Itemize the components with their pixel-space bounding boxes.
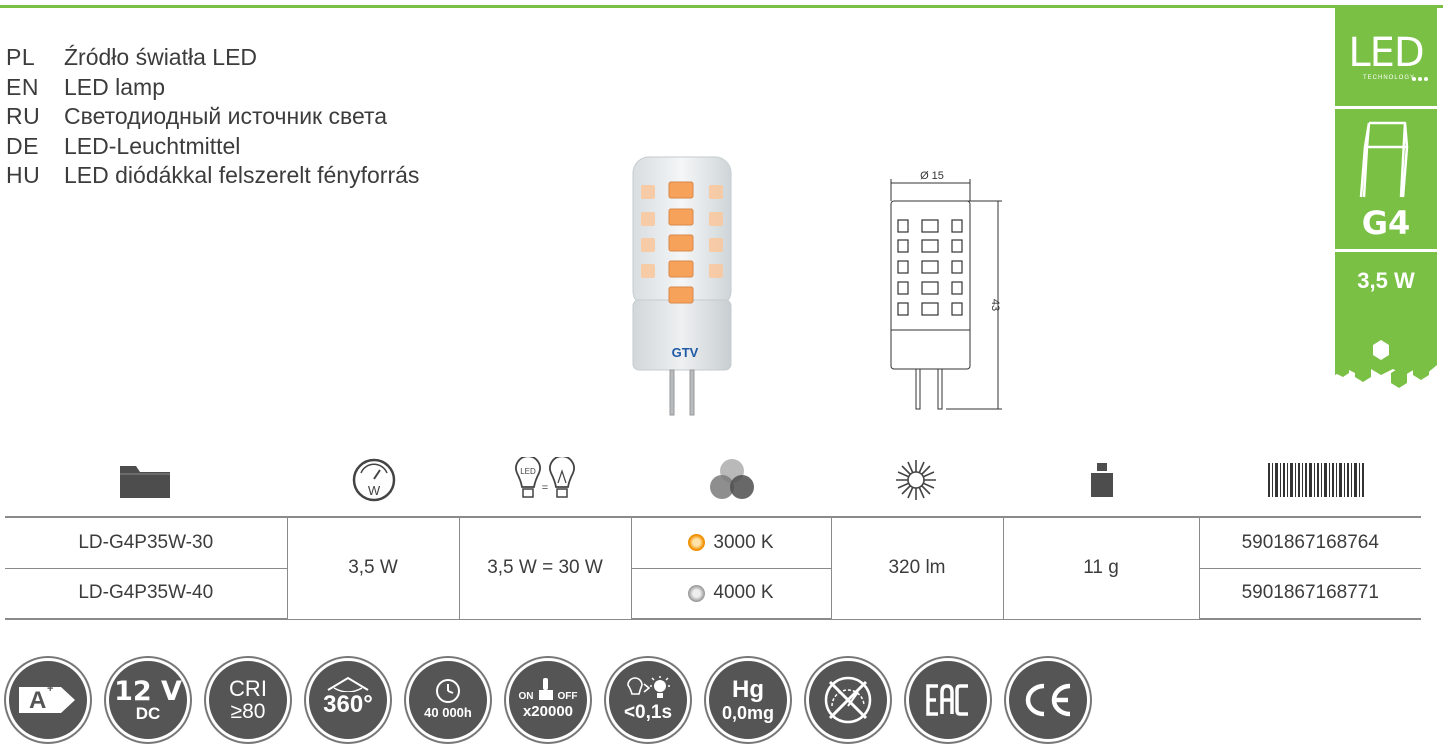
table-row: LD-G4P35W-40 4000 K 5901867168771 — [5, 567, 1421, 620]
lang-code: HU — [6, 162, 41, 188]
weight-icon — [1088, 455, 1116, 505]
table-row: LD-G4P35W-30 3,5 W 3,5 W = 30 W 3000 K 3… — [5, 516, 1421, 620]
clock-icon — [436, 679, 460, 703]
energy-class-icon: A + — [6, 658, 90, 742]
energy-class-text: A — [29, 687, 47, 714]
switch-cycles-text: x20000 — [522, 703, 574, 720]
mercury-value: 0,0mg — [721, 703, 775, 723]
temperature-value: 3000 K — [713, 531, 774, 553]
lang-code: DE — [6, 132, 39, 159]
energy-plus-text: + — [47, 683, 54, 695]
badge-led: LED TECHNOLOGY — [1335, 8, 1437, 106]
spec-icon-row: W LED = — [0, 455, 1443, 505]
badge-power-text: 3,5 W — [1357, 268, 1415, 293]
spec-badge: LED TECHNOLOGY G4 3,5 W — [1335, 8, 1437, 391]
lang-code: EN — [6, 73, 39, 100]
lifetime-text: 40 000h — [424, 705, 472, 720]
lang-text: LED diódákkal felszerelt fényforrás — [64, 162, 420, 188]
mercury-icon: Hg 0,0mg — [706, 658, 790, 742]
folder-icon — [118, 455, 172, 505]
lang-row-pl: PL Źródło światła LED — [6, 44, 419, 74]
bulb-start-icon — [627, 676, 670, 698]
mercury-label: Hg — [732, 676, 764, 703]
lang-code: PL — [6, 44, 36, 70]
hand-press-icon — [538, 678, 553, 700]
temperature-value: 4000 K — [713, 582, 774, 604]
hexagon-pattern-icon — [1335, 335, 1437, 388]
model-cell: LD-G4P35W-40 — [5, 567, 288, 620]
cri-value: ≥80 — [230, 700, 266, 723]
barcode-icon — [1268, 455, 1364, 505]
cri-label: CRI — [229, 676, 267, 701]
lang-row-de: DE LED-Leuchtmittel — [6, 133, 419, 163]
lang-text: Светодиодный источник света — [64, 103, 388, 129]
top-divider — [0, 5, 1443, 8]
brand-text: GTV — [672, 345, 699, 360]
voltage-icon: 12 V DC — [106, 658, 190, 742]
ean-cell: 5901867168764 — [1198, 516, 1421, 569]
switch-off-text: OFF — [557, 691, 578, 702]
luminous-flux-icon — [893, 455, 939, 505]
power-cell: 3,5 W — [286, 516, 460, 620]
svg-text:W: W — [368, 483, 381, 498]
lumen-cell: 320 lm — [830, 516, 1004, 620]
voltage-text: 12 V — [114, 675, 182, 707]
ce-mark-icon — [1006, 658, 1090, 742]
temperature-cell: 3000 K — [630, 516, 832, 569]
start-time-text: <0,1s — [623, 702, 673, 723]
diameter-label: Ø 15 — [920, 170, 944, 182]
power-meter-icon: W — [350, 455, 398, 505]
led-equals-bulb-icon: LED = — [512, 455, 578, 505]
no-dimming-icon — [806, 658, 890, 742]
beam-angle-icon: 360° — [306, 658, 390, 742]
badge-socket: G4 — [1335, 109, 1437, 249]
cri-icon: CRI ≥80 — [206, 658, 290, 742]
color-temperature-icon — [706, 455, 758, 505]
ean-cell: 5901867168771 — [1198, 567, 1421, 620]
product-image: GTV — [625, 155, 740, 417]
badge-led-text: LED — [1348, 30, 1424, 76]
eac-mark-icon — [906, 658, 990, 742]
neutral-dot-icon — [688, 584, 706, 602]
lang-text: LED-Leuchtmittel — [64, 132, 241, 159]
start-time-icon: <0,1s — [606, 658, 690, 742]
equivalent-cell: 3,5 W = 30 W — [458, 516, 632, 620]
svg-text:LED: LED — [520, 467, 536, 476]
g4-pin-icon — [1359, 121, 1409, 198]
lang-text: LED lamp — [64, 73, 165, 100]
weight-cell: 11 g — [1002, 516, 1200, 620]
model-cell: LD-G4P35W-30 — [5, 516, 288, 569]
badge-power: 3,5 W — [1335, 252, 1437, 336]
lang-row-en: EN LED lamp — [6, 74, 419, 104]
badge-socket-text: G4 — [1361, 204, 1411, 242]
language-list: PL Źródło światła LED EN LED lamp RU Светод… — [6, 44, 419, 192]
lang-code: RU — [6, 103, 41, 129]
switch-cycles-icon: ON OFF x20000 — [506, 658, 590, 742]
lang-row-ru: RU Светодиодный источник света — [6, 103, 419, 133]
lang-row-hu: HU LED diódákkal felszerelt fényforrás — [6, 162, 419, 192]
switch-on-text: ON — [518, 691, 534, 702]
dots-icon — [1412, 77, 1428, 81]
voltage-type-text: DC — [135, 703, 161, 723]
lang-text: Źródło światła LED — [64, 44, 258, 70]
led-lamp-illustration: GTV — [632, 156, 732, 416]
beam-angle-text: 360° — [323, 691, 373, 718]
technical-drawing: Ø 15 43 — [880, 165, 1010, 415]
lifetime-icon: 40 000h — [406, 658, 490, 742]
temperature-cell: 4000 K — [630, 567, 832, 620]
height-label: 43 — [989, 299, 1001, 311]
warm-dot-icon — [688, 534, 706, 552]
dimension-drawing: Ø 15 43 — [890, 170, 1002, 410]
svg-text:=: = — [542, 482, 548, 494]
badge-technology-text: TECHNOLOGY — [1362, 75, 1415, 81]
spec-table: LD-G4P35W-30 3,5 W 3,5 W = 30 W 3000 K 3… — [5, 516, 1421, 620]
